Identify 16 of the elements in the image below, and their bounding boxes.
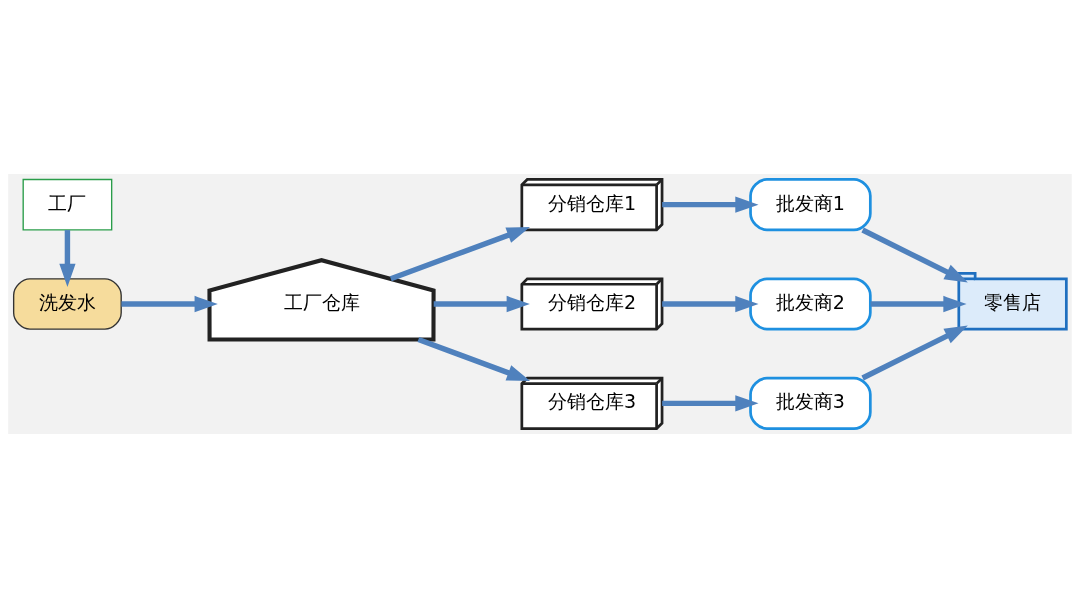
arrow bbox=[59, 229, 76, 287]
arrow bbox=[662, 196, 759, 213]
node-box: 工厂 bbox=[22, 178, 113, 230]
arrow bbox=[121, 295, 218, 312]
arrow bbox=[433, 295, 530, 312]
arrow bbox=[389, 226, 531, 281]
arrow bbox=[861, 227, 968, 282]
arrow bbox=[870, 295, 967, 312]
arrow bbox=[662, 394, 759, 411]
arrow bbox=[861, 325, 968, 380]
node-box: 批发商3 bbox=[749, 376, 872, 430]
arrow bbox=[417, 336, 531, 381]
node-box: 批发商2 bbox=[749, 276, 872, 331]
arrow bbox=[662, 295, 759, 312]
node-box: 批发商1 bbox=[749, 177, 872, 231]
node-box: 洗发水 bbox=[13, 277, 122, 330]
